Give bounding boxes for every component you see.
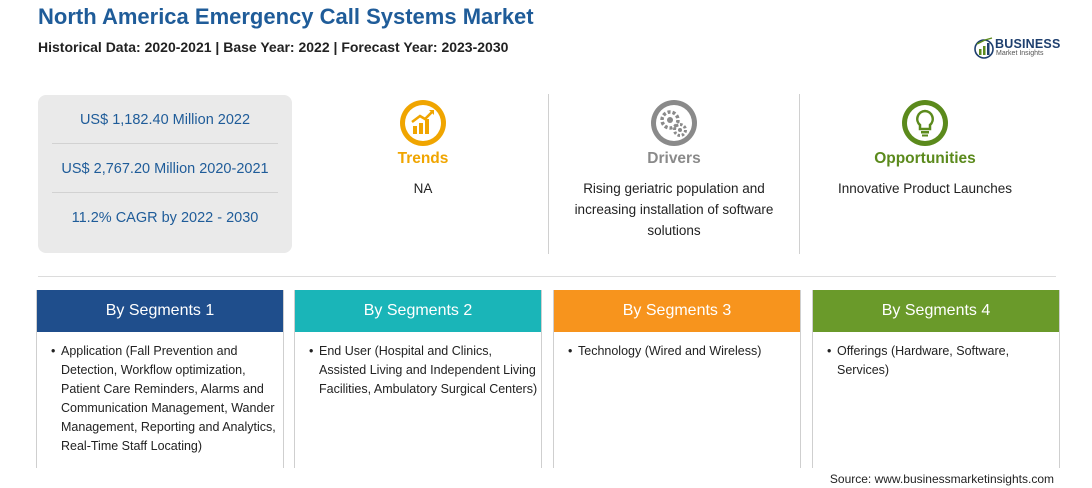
segment-2-item-text: End User (Hospital and Clinics, Assisted… <box>319 344 538 396</box>
gears-icon <box>651 100 697 146</box>
trends-heading: Trends <box>397 150 449 167</box>
segment-4-title: By Segments 4 <box>813 290 1059 332</box>
opportunities-heading: Opportunities <box>874 150 976 167</box>
bullet-icon: • <box>51 344 56 358</box>
segment-card-4: By Segments 4 • Offerings (Hardware, Sof… <box>812 290 1060 468</box>
bullet-icon: • <box>568 344 573 358</box>
market-stats-panel: US$ 1,182.40 Million 2022 US$ 2,767.20 M… <box>38 95 292 253</box>
segment-card-3: By Segments 3 • Technology (Wired and Wi… <box>553 290 801 468</box>
segment-3-title: By Segments 3 <box>554 290 800 332</box>
logo-wordmark: BUSINESS <box>995 37 1061 51</box>
drivers-card: Drivers Rising geriatric population and … <box>549 96 799 256</box>
segment-2-title: By Segments 2 <box>295 290 541 332</box>
market-size-2022: US$ 1,182.40 Million 2022 <box>79 112 251 128</box>
segment-1-item: • Application (Fall Prevention and Detec… <box>51 342 283 456</box>
segment-3-item: • Technology (Wired and Wireless) <box>568 342 800 361</box>
opportunities-text: Innovative Product Launches <box>837 181 1013 196</box>
lightbulb-icon <box>902 100 948 146</box>
segment-1-item-text: Application (Fall Prevention and Detecti… <box>61 344 276 453</box>
drivers-text: Rising geriatric population and increasi… <box>574 181 774 238</box>
stat-divider <box>52 192 278 193</box>
logo-globe-icon <box>974 37 994 59</box>
bullet-icon: • <box>309 344 314 358</box>
growth-chart-icon <box>400 100 446 146</box>
bullet-icon: • <box>827 344 832 358</box>
page-title: North America Emergency Call Systems Mar… <box>38 4 534 29</box>
segment-2-item: • End User (Hospital and Clinics, Assist… <box>309 342 541 399</box>
segment-card-2: By Segments 2 • End User (Hospital and C… <box>294 290 542 468</box>
column-divider <box>799 94 800 254</box>
segment-3-item-text: Technology (Wired and Wireless) <box>578 344 762 358</box>
source-credit: Source: www.businessmarketinsights.com <box>829 472 1054 486</box>
segment-card-1: By Segments 1 • Application (Fall Preven… <box>36 290 284 468</box>
segment-4-item: • Offerings (Hardware, Software, Service… <box>827 342 1059 380</box>
market-size-historical: US$ 2,767.20 Million 2020-2021 <box>61 161 269 177</box>
segment-4-item-text: Offerings (Hardware, Software, Services) <box>837 344 1010 377</box>
drivers-heading: Drivers <box>647 150 701 167</box>
segment-1-title: By Segments 1 <box>37 290 283 332</box>
column-divider <box>548 94 549 254</box>
opportunities-card: Opportunities Innovative Product Launche… <box>800 96 1050 256</box>
trends-text: NA <box>413 181 433 196</box>
brand-logo: BUSINESS Market Insights <box>974 36 1064 62</box>
cagr-value: 11.2% CAGR by 2022 - 2030 <box>71 210 259 226</box>
stat-divider <box>52 143 278 144</box>
trends-card: Trends NA <box>298 96 548 256</box>
section-divider <box>38 276 1056 277</box>
logo-tagline: Market Insights <box>996 50 1044 57</box>
page-subtitle: Historical Data: 2020-2021 | Base Year: … <box>38 39 509 55</box>
